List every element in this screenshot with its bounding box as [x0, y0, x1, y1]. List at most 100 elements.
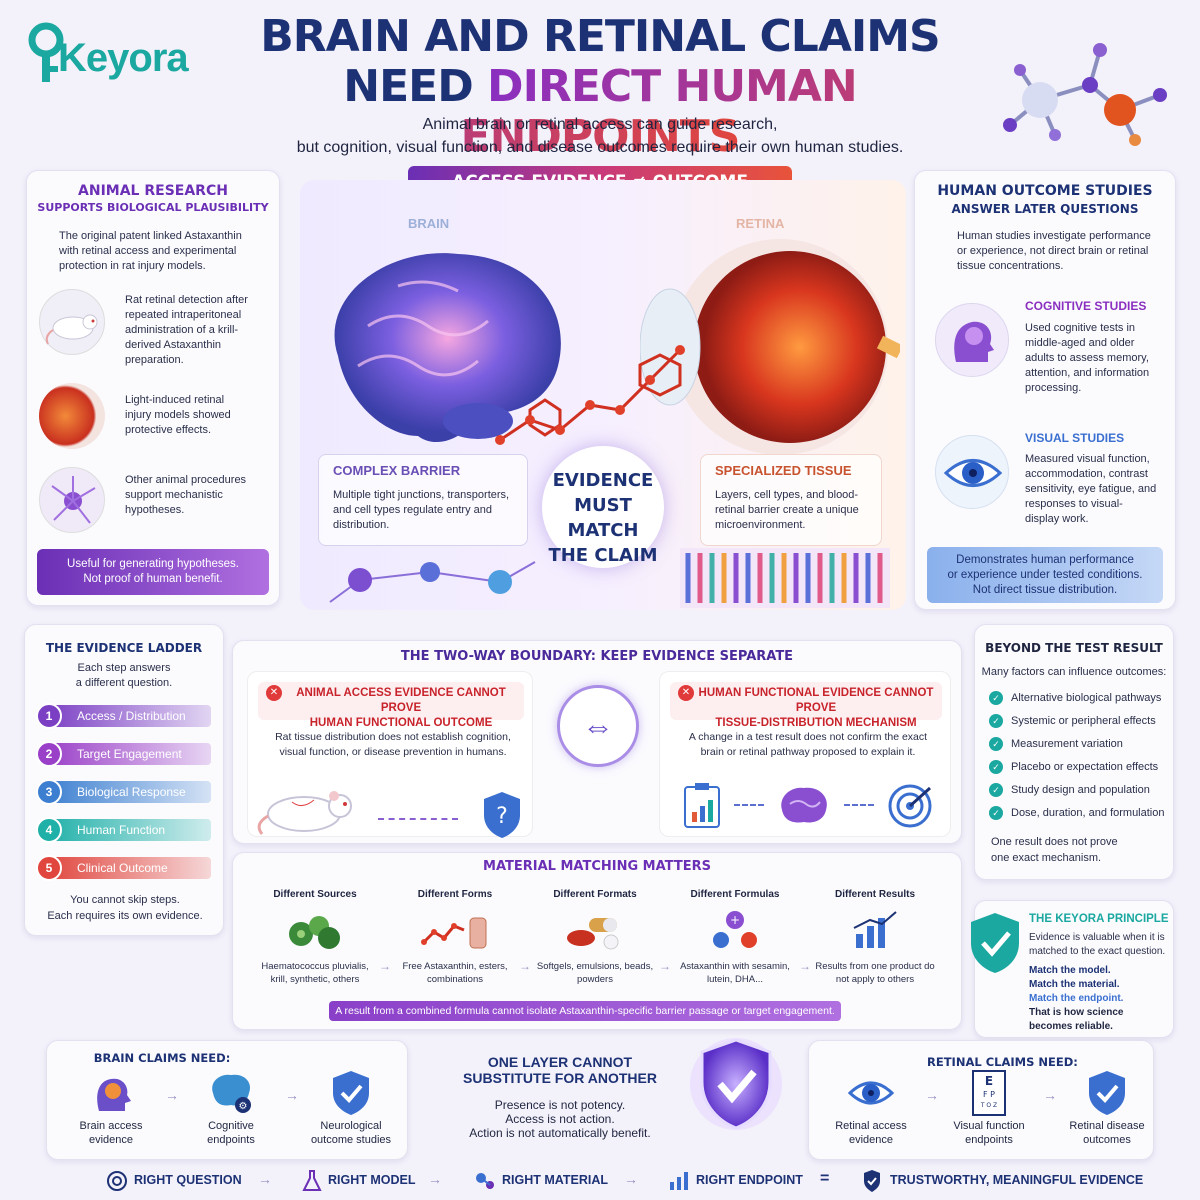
beyond-test-card: BEYOND THE TEST RESULT Many factors can … — [974, 624, 1174, 880]
layer-title-1: ONE LAYER CANNOT — [487, 1054, 633, 1070]
animal-research-card: ANIMAL RESEARCH SUPPORTS BIOLOGICAL PLAU… — [26, 170, 280, 606]
chart-up-icon — [807, 908, 943, 954]
layer-title-2: SUBSTITUTE FOR ANOTHER — [463, 1070, 657, 1086]
left-title-1: ANIMAL ACCESS EVIDENCE CANNOT PROVE — [296, 687, 506, 714]
check-icon: ✓ — [989, 806, 1003, 821]
animal-footer: Useful for generating hypotheses. Not pr… — [37, 549, 269, 595]
material-column-head: Different Forms — [417, 889, 493, 900]
ladder-step-bar: Clinical Outcome — [45, 857, 211, 879]
key-icon — [28, 22, 64, 82]
material-column-text: Free Astaxanthin, esters, combinations — [402, 961, 508, 985]
ladder-step-bar: Access / Distribution — [45, 705, 211, 727]
ladder-step-label: Target Engagement — [77, 747, 182, 761]
material-matching-card: MATERIAL MATCHING MATTERS Different Sour… — [232, 852, 962, 1030]
layer-l2: Access is not action. — [505, 1112, 615, 1126]
neuron-network-illustration — [329, 561, 536, 603]
material-column-head: Different Formulas — [690, 889, 780, 900]
visual-text: Measured visual function, accommodation,… — [1025, 453, 1157, 525]
ladder-foot-2: Each requires its own evidence. — [47, 910, 203, 922]
ladder-step-number: 1 — [36, 703, 62, 729]
boundary-left-title: ANIMAL ACCESS EVIDENCE CANNOT PROVE HUMA… — [278, 686, 524, 731]
animal-footer-2: Not proof of human benefit. — [83, 573, 223, 585]
beyond-title: BEYOND THE TEST RESULT — [985, 641, 1163, 655]
rat-icon — [39, 289, 105, 355]
boundary-left-head — [258, 682, 524, 720]
page-title: BRAIN AND RETINAL CLAIMS NEED DIRECT HUM… — [230, 12, 970, 162]
beyond-item: ✓ Placebo or expectation effects — [989, 756, 1164, 779]
svg-text:?: ? — [496, 804, 508, 829]
check-icon: ✓ — [989, 737, 1003, 752]
barrier-text: Multiple tight junctions, transporters, … — [333, 489, 510, 531]
target-icon — [888, 784, 932, 828]
human-footer-1: Demonstrates human performance — [956, 554, 1134, 566]
summary-endpoint: RIGHT ENDPOINT — [696, 1173, 803, 1187]
subtitle-line-2: but cognition, visual function, and dise… — [296, 139, 904, 156]
molecule-chain-illustration — [495, 345, 685, 445]
claim-item-l2: outcomes — [1083, 1134, 1131, 1146]
subtitle-line-1: Animal brain or retinal access can guide… — [422, 116, 778, 133]
beyond-item-text: Alternative biological pathways — [1011, 692, 1162, 704]
check-icon: ✓ — [989, 760, 1003, 775]
check-icon: ✓ — [989, 714, 1003, 729]
ladder-step-bar: Human Function — [45, 819, 211, 841]
ladder-step-number: 5 — [36, 855, 62, 881]
cognitive-title: COGNITIVE STUDIES — [1025, 299, 1147, 313]
head-brain-icon — [61, 1069, 161, 1119]
human-footer-3: Not direct tissue distribution. — [972, 584, 1118, 596]
principle-l1: Match the model. — [1029, 965, 1111, 976]
shield-check-icon — [864, 1170, 880, 1192]
barrier-title: COMPLEX BARRIER — [333, 463, 461, 478]
arrow-icon: → — [285, 1087, 299, 1103]
claim-item-l1: Retinal access — [835, 1120, 907, 1132]
summary-bar: RIGHT QUESTION → RIGHT MODEL → RIGHT MAT… — [0, 1166, 1200, 1196]
rat-icon — [257, 791, 352, 835]
beyond-item: ✓Measurement variation — [989, 733, 1164, 756]
principle-l4: That is how science — [1029, 1007, 1124, 1018]
summary-question: RIGHT QUESTION — [134, 1173, 242, 1187]
arrow-icon: → — [1043, 1087, 1057, 1103]
shield-question-icon: ? — [484, 792, 520, 838]
beyond-item-text: Systemic or peripheral effects — [1011, 715, 1156, 727]
check-icon: ✓ — [989, 691, 1003, 706]
flask-icon — [302, 1170, 322, 1191]
beyond-list: ✓ Alternative biological pathways ✓ Systemi… — [989, 687, 1164, 825]
keyora-principle-card: THE KEYORA PRINCIPLE Evidence is valuabl… — [971, 900, 1174, 1038]
ladder-step-label: Clinical Outcome — [77, 861, 168, 875]
ladder-step-bar: Target Engagement — [45, 743, 211, 765]
retinal-claims-title: RETINAL CLAIMS NEED: — [927, 1055, 1078, 1069]
summary-material: RIGHT MATERIAL — [502, 1173, 609, 1187]
target-icon — [107, 1171, 127, 1191]
ladder-title: THE EVIDENCE LADDER — [45, 641, 203, 655]
brain-label: BRAIN — [408, 216, 450, 231]
neuron-icon — [39, 467, 105, 533]
animal-item-3: Other animal procedures support mechanis… — [125, 474, 247, 516]
claim-item-l2: endpoints — [207, 1134, 255, 1146]
beyond-foot-2: one exact mechanism. — [991, 852, 1102, 864]
shield-check-icon — [971, 913, 1019, 973]
ladder-foot-1: You cannot skip steps. — [70, 894, 180, 906]
human-intro: Human studies investigate performance or… — [957, 230, 1151, 272]
title-line-1: BRAIN AND RETINAL CLAIMS — [260, 11, 940, 62]
brain-icon — [781, 787, 827, 823]
retinal-layers-illustration — [680, 548, 890, 608]
one-layer-panel: ONE LAYER CANNOT SUBSTITUTE FOR ANOTHER … — [432, 1038, 688, 1158]
beyond-item-text: Placebo or expectation effects — [1011, 761, 1159, 773]
retina-injury-icon — [39, 383, 105, 449]
ladder-step-bar: Biological Response — [45, 781, 211, 803]
claim-item-l1: Brain access — [79, 1120, 143, 1132]
arrow-icon: → — [379, 959, 391, 973]
title-line-2-b: DIRECT HUMAN ENDPOINTS — [460, 61, 858, 162]
head-brain-icon — [935, 303, 1009, 377]
boundary-title: THE TWO-WAY BOUNDARY: KEEP EVIDENCE SEPA… — [400, 649, 794, 664]
summary-model: RIGHT MODEL — [328, 1173, 416, 1187]
bar-chart-icon — [670, 1172, 688, 1190]
x-icon: ✕ — [678, 685, 694, 701]
animal-item-1: Rat retinal detection after repeated int… — [125, 294, 248, 366]
molecule-small-icon — [476, 1173, 494, 1189]
